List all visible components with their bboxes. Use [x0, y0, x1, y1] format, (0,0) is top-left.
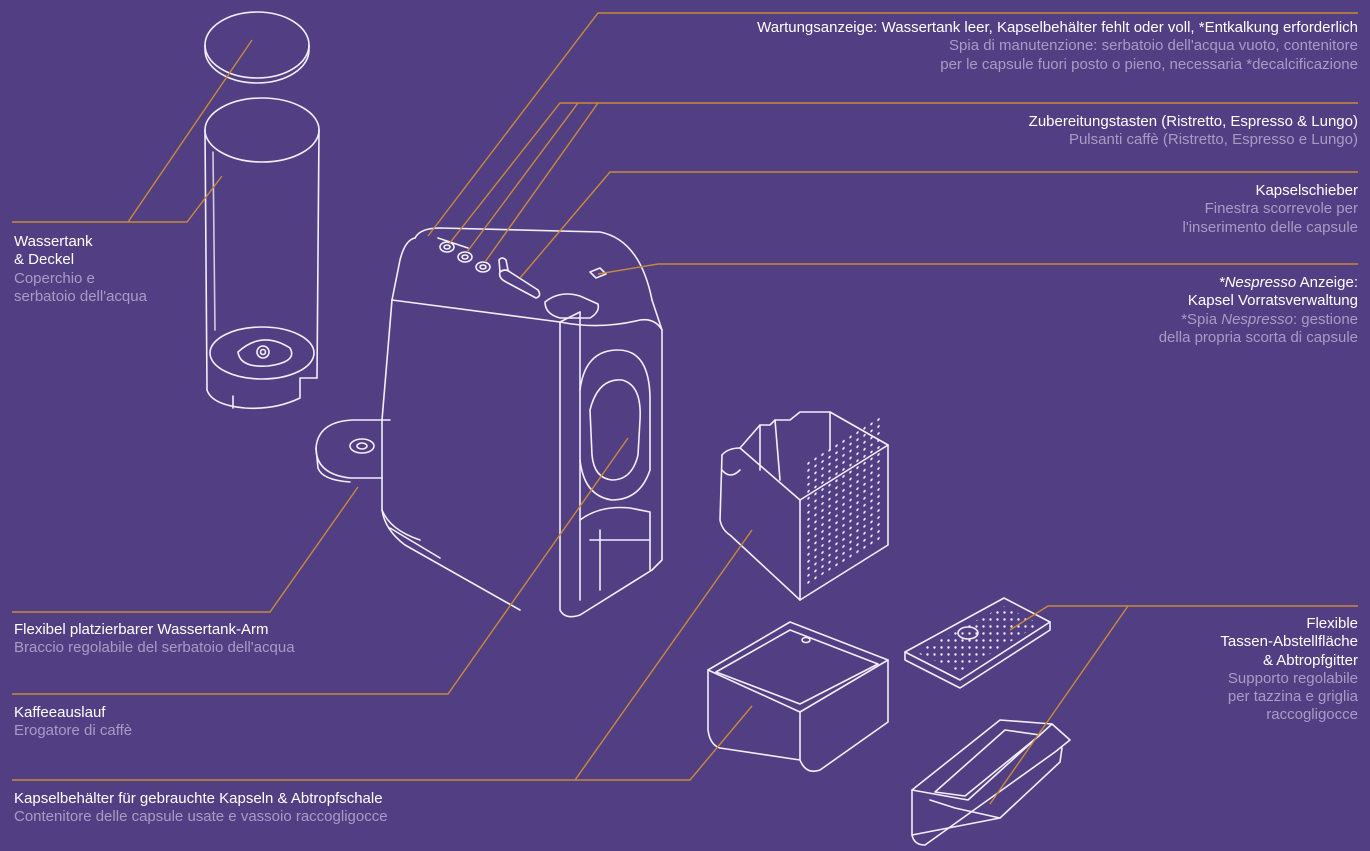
label-nespresso-de-rest: Anzeige: [1296, 274, 1358, 291]
cup-support [911, 719, 1071, 846]
leader-tank-arm [12, 486, 359, 613]
label-maintenance: Wartungsanzeige: Wassertank leer, Kapsel… [757, 19, 1358, 74]
label-slider-it-1: Finestra scorrevole per [1204, 200, 1358, 218]
water-tank-lid [204, 11, 310, 84]
label-maintenance-it-2: per le capsule fuori posto o pieno, nece… [940, 55, 1358, 73]
leader-lines [12, 12, 1358, 805]
label-spout: Kaffeeauslauf Erogatore di caffè [14, 704, 132, 741]
label-buttons-it: Pulsanti caffè (Ristretto, Espresso e Lu… [1068, 131, 1358, 149]
label-spout-it: Erogatore di caffè [14, 722, 133, 740]
water-tank [204, 97, 320, 410]
water-tank-arm [315, 419, 391, 483]
label-capsule-container-de: Kapselbehälter für gebrauchte Kapseln & … [14, 790, 383, 807]
label-nespresso-it-rest: : gestione [1292, 310, 1358, 328]
label-nespresso-de-2: Kapsel Vorratsverwaltung [1187, 292, 1358, 310]
label-nespresso: *Nespresso Anzeige: Kapsel Vorratsverwal… [1159, 274, 1358, 347]
label-tank-arm-it: Braccio regolabile del serbatoio dell'ac… [14, 639, 295, 657]
label-tank-arm: Flexibel platzierbarer Wassertank-Arm Br… [14, 621, 295, 658]
label-nespresso-it-prefix: *Spia [1181, 310, 1222, 328]
leader-nespresso [597, 263, 1358, 275]
label-cup-support: Flexible Tassen-Abstellfläche & Abtropfg… [1220, 615, 1358, 725]
label-spout-de: Kaffeeauslauf [14, 704, 106, 721]
leader-maintenance [427, 12, 1358, 237]
label-water-tank-it-2: serbatoio dell'acqua [14, 287, 147, 305]
label-capsule-container: Kapselbehälter für gebrauchte Kapseln & … [14, 790, 388, 827]
label-water-tank-it-1: Coperchio e [14, 269, 95, 287]
label-slider-de: Kapselschieber [1255, 182, 1358, 199]
leader-spout [12, 437, 629, 695]
label-buttons-de: Zubereitungstasten (Ristretto, Espresso … [1028, 113, 1358, 130]
nespresso-brand: *Nespresso [1218, 274, 1297, 291]
label-cup-support-de-1: Flexible [1306, 615, 1358, 632]
label-slider-it-2: l'inserimento delle capsule [1182, 218, 1358, 236]
label-cup-support-it-3: raccogligocce [1266, 706, 1358, 724]
leader-slider [519, 171, 1358, 279]
drip-grid [904, 597, 1051, 689]
label-cup-support-de-2: Tassen-Abstellfläche [1220, 633, 1358, 651]
label-slider: Kapselschieber Finestra scorrevole per l… [1183, 182, 1358, 237]
label-water-tank-de-1: Wassertank [14, 233, 93, 250]
drip-tray [707, 621, 889, 773]
label-tank-arm-de: Flexibel platzierbarer Wassertank-Arm [14, 621, 269, 638]
coffee-machine-body [381, 227, 663, 618]
label-cup-support-it-1: Supporto regolabile [1227, 669, 1358, 687]
label-cup-support-de-3: & Abtropfgitter [1262, 651, 1358, 669]
label-maintenance-de: Wartungsanzeige: Wassertank leer, Kapsel… [757, 19, 1358, 36]
label-maintenance-it-1: Spia di manutenzione: serbatoio dell'acq… [949, 37, 1358, 55]
label-nespresso-it-2: della propria scorta di capsule [1158, 328, 1358, 346]
label-nespresso-de-1: *Nespresso Anzeige: [1159, 274, 1358, 292]
capsule-container [719, 411, 889, 601]
label-capsule-container-it: Contenitore delle capsule usate e vassoi… [14, 808, 388, 826]
nespresso-brand-it: Nespresso [1221, 310, 1293, 328]
label-nespresso-it-1: *Spia Nespresso: gestione [1159, 311, 1358, 329]
label-cup-support-it-2: per tazzina e griglia [1227, 688, 1358, 706]
label-water-tank-de-2: & Deckel [14, 251, 75, 269]
label-water-tank: Wassertank & Deckel Coperchio e serbatoi… [14, 233, 147, 306]
leader-water-tank [12, 39, 253, 223]
label-buttons: Zubereitungstasten (Ristretto, Espresso … [1029, 113, 1358, 150]
